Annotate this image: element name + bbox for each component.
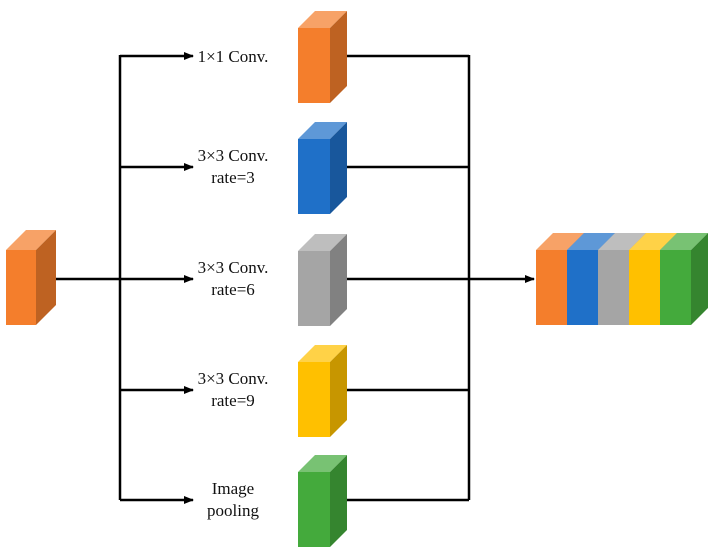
branch-block-3 bbox=[298, 234, 347, 326]
branch-block-2 bbox=[298, 122, 347, 214]
branch-block-4-front-face bbox=[298, 362, 330, 437]
output-slice-5 bbox=[660, 233, 708, 325]
branches: 1×1 Conv.3×3 Conv.rate=33×3 Conv.rate=63… bbox=[120, 11, 469, 547]
branch-block-5-front-face bbox=[298, 472, 330, 547]
branch-label-2-line-1: 3×3 Conv. bbox=[198, 146, 269, 165]
output-slice-4-top-face bbox=[629, 233, 677, 250]
output-slice-5-top-face bbox=[660, 233, 708, 250]
branch-block-3-top-face bbox=[298, 234, 347, 251]
branch-block-5-top-face bbox=[298, 455, 347, 472]
branch-1: 1×1 Conv. bbox=[120, 11, 469, 103]
branch-5: Image pooling bbox=[120, 455, 469, 547]
branch-label-4-line-2: rate=9 bbox=[211, 391, 255, 410]
output-slice-1-front-face bbox=[536, 250, 567, 325]
output-slice-3-front-face bbox=[598, 250, 629, 325]
branch-label-5-line-1: Image bbox=[212, 479, 254, 498]
output-slice-1-top-face bbox=[536, 233, 584, 250]
input-block-cube bbox=[6, 230, 56, 325]
branch-block-3-side-face bbox=[330, 234, 347, 326]
output-slice-5-front-face bbox=[660, 250, 691, 325]
input-feature-block bbox=[6, 230, 56, 325]
branch-block-5 bbox=[298, 455, 347, 547]
input-block-cube-side-face bbox=[36, 230, 56, 325]
output-slice-3-top-face bbox=[598, 233, 646, 250]
branch-block-1 bbox=[298, 11, 347, 103]
branch-3: 3×3 Conv. rate=6 bbox=[120, 234, 469, 326]
branch-block-4-top-face bbox=[298, 345, 347, 362]
output-slice-2-top-face bbox=[567, 233, 615, 250]
input-block-cube-top-face bbox=[6, 230, 56, 250]
branch-label-1-line-1: 1×1 Conv. bbox=[198, 47, 269, 66]
branch-label-3-line-1: 3×3 Conv. bbox=[198, 258, 269, 277]
output-concatenated-stack bbox=[536, 233, 708, 325]
branch-label-4-line-1: 3×3 Conv. bbox=[198, 369, 269, 388]
branch-block-4 bbox=[298, 345, 347, 437]
branch-block-5-side-face bbox=[330, 455, 347, 547]
input-block-cube-front-face bbox=[6, 250, 36, 325]
branch-block-1-top-face bbox=[298, 11, 347, 28]
branch-block-2-side-face bbox=[330, 122, 347, 214]
branch-block-3-front-face bbox=[298, 251, 330, 326]
branch-block-2-top-face bbox=[298, 122, 347, 139]
branch-block-1-front-face bbox=[298, 28, 330, 103]
connector-lines bbox=[56, 55, 535, 500]
output-slice-5-side-face bbox=[691, 233, 708, 325]
branch-block-2-front-face bbox=[298, 139, 330, 214]
branch-2: 3×3 Conv. rate=3 bbox=[120, 122, 469, 214]
branch-block-4-side-face bbox=[330, 345, 347, 437]
branch-label-2-line-2: rate=3 bbox=[211, 168, 255, 187]
output-slice-4-front-face bbox=[629, 250, 660, 325]
branch-4: 3×3 Conv. rate=9 bbox=[120, 345, 469, 437]
output-slice-2-front-face bbox=[567, 250, 598, 325]
branch-block-1-side-face bbox=[330, 11, 347, 103]
branch-label-3-line-2: rate=6 bbox=[211, 280, 255, 299]
branch-label-5-line-2: pooling bbox=[207, 501, 259, 520]
